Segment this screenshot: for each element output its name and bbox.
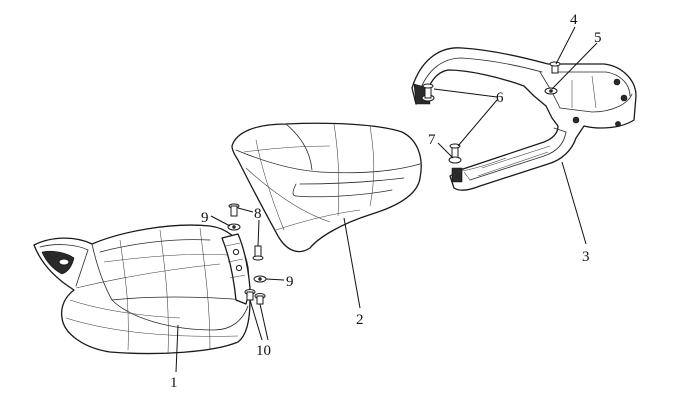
washer-9-lower bbox=[253, 275, 267, 283]
pillion-seat bbox=[231, 122, 422, 253]
leader-9b bbox=[265, 278, 285, 281]
leader-7 bbox=[437, 142, 454, 159]
grab-rail bbox=[411, 47, 637, 191]
callout-6: 6 bbox=[496, 90, 504, 106]
leader-8b bbox=[257, 219, 260, 247]
washer-5 bbox=[544, 87, 558, 95]
leader-4 bbox=[555, 26, 576, 65]
callout-1: 1 bbox=[170, 375, 178, 391]
leader-6b bbox=[457, 99, 498, 147]
leader-3 bbox=[561, 161, 587, 245]
leader-8a bbox=[237, 207, 254, 213]
bolt-8-upper bbox=[228, 203, 240, 217]
callout-labels: 1 2 3 4 5 6 7 8 9 9 10 bbox=[170, 12, 602, 391]
leader-9a bbox=[210, 215, 231, 227]
washer-9-upper bbox=[227, 223, 241, 231]
callout-5: 5 bbox=[594, 30, 602, 46]
rider-seat bbox=[33, 224, 251, 355]
callout-10: 10 bbox=[256, 343, 271, 359]
leader-1 bbox=[175, 324, 179, 373]
callout-9-lower: 9 bbox=[286, 274, 294, 290]
callout-7: 7 bbox=[428, 132, 436, 148]
leader-6a bbox=[433, 88, 498, 98]
callout-3: 3 bbox=[582, 249, 590, 265]
leader-10a bbox=[249, 299, 263, 341]
bolt-6-upper bbox=[421, 83, 435, 102]
bolt-8-lower bbox=[252, 245, 264, 261]
leader-2 bbox=[343, 217, 361, 309]
callout-4: 4 bbox=[570, 12, 578, 28]
callout-9-upper: 9 bbox=[201, 210, 209, 226]
hardware bbox=[227, 61, 561, 305]
bracket-bolt-10-a bbox=[244, 289, 256, 301]
bolt-7 bbox=[448, 143, 462, 164]
bracket-bolt-10-b bbox=[254, 293, 266, 305]
bolt-4 bbox=[549, 61, 561, 74]
leader-10b bbox=[259, 303, 269, 341]
leader-lines bbox=[175, 26, 598, 373]
callout-2: 2 bbox=[356, 312, 364, 328]
callout-8: 8 bbox=[254, 206, 262, 222]
leader-5 bbox=[551, 42, 598, 90]
